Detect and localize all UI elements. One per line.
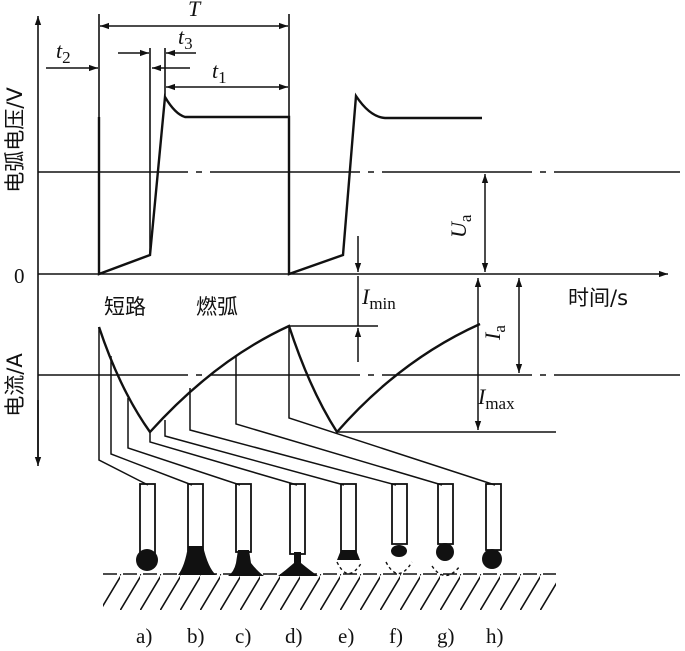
current-axis-label: 电流/A xyxy=(3,353,27,417)
voltage-axis-label: 电弧电压/V xyxy=(3,87,27,193)
short-circuit-phase-label: 短路 xyxy=(104,295,146,319)
electrode-stage-g xyxy=(431,483,461,577)
stage-label-c: c) xyxy=(235,624,251,648)
t2-label: t2 xyxy=(56,38,71,67)
electrode-stage-b xyxy=(178,483,216,575)
electrode-stage-e xyxy=(336,483,363,575)
t3-label: t3 xyxy=(178,24,193,53)
period-T-label: T xyxy=(188,0,202,21)
stage-leader-lines xyxy=(98,326,496,486)
time-axis-label: 时间/s xyxy=(568,286,628,310)
Ia-label: Ia xyxy=(480,325,509,341)
stage-labels: a) b) c) d) e) f) g) h) xyxy=(136,624,504,648)
electrode-stage-c xyxy=(228,483,264,576)
stage-label-f: f) xyxy=(389,624,403,648)
electrode-stage-f xyxy=(385,483,413,575)
Ua-label: Ua xyxy=(446,214,475,238)
stage-label-b: b) xyxy=(187,624,205,648)
workpiece-hatched-base xyxy=(103,574,556,610)
origin-label: 0 xyxy=(14,264,25,288)
electrode-stage-a xyxy=(136,483,158,571)
electrode-stage-d xyxy=(278,483,318,576)
t1-label: t1 xyxy=(212,58,227,87)
Imax-label: Imax xyxy=(477,384,515,413)
stage-label-g: g) xyxy=(437,624,455,648)
electrode-stage-h xyxy=(482,483,502,569)
voltage-waveform xyxy=(97,92,482,276)
stage-label-a: a) xyxy=(136,624,152,648)
Imin-label: Imin xyxy=(361,284,396,313)
arcing-phase-label: 燃弧 xyxy=(196,295,238,319)
stage-label-e: e) xyxy=(338,624,354,648)
stage-label-h: h) xyxy=(486,624,504,648)
stage-label-d: d) xyxy=(285,624,303,648)
